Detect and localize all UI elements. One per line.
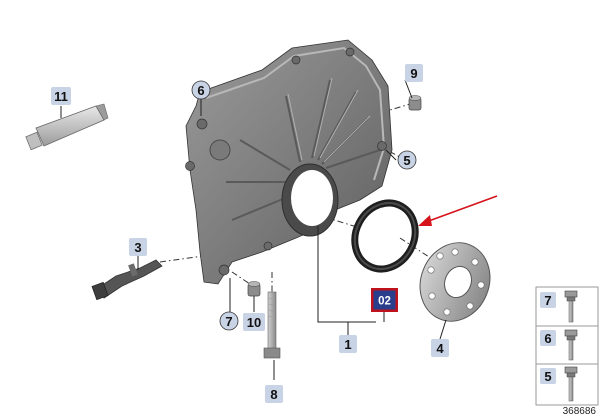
legend-row-6[interactable]: 6 [540, 329, 578, 361]
callout-label: 7 [225, 314, 232, 329]
callout-label: 6 [197, 83, 204, 98]
seal-ring-icon [351, 199, 419, 273]
bolt-icon [564, 366, 578, 402]
callout-11[interactable]: 11 [51, 87, 71, 105]
leader-lines [60, 79, 447, 380]
long-bolt-icon [263, 291, 281, 359]
callout-9[interactable]: 9 [405, 64, 423, 82]
callout-label: 11 [54, 89, 68, 104]
callout-label: 1 [344, 337, 351, 352]
callout-label: 10 [247, 315, 261, 330]
callout-label: 8 [270, 387, 277, 402]
legend-row-7[interactable]: 7 [540, 290, 578, 323]
callout-label: 02 [378, 296, 391, 308]
callout-10[interactable]: 10 [243, 313, 265, 331]
bolt-icon [564, 329, 578, 361]
arrow-icon [418, 195, 498, 226]
legend-row-5[interactable]: 5 [540, 366, 578, 402]
callout-label: 4 [436, 341, 444, 356]
legend-label: 7 [544, 293, 551, 308]
sleeve-icon [408, 95, 422, 111]
callout-label: 3 [134, 240, 141, 255]
fastener-legend: 7 6 5 [535, 286, 599, 406]
diagram-number: 368686 [563, 406, 597, 417]
callout-02-highlighted[interactable]: 02 [371, 288, 398, 312]
callout-8[interactable]: 8 [265, 385, 283, 403]
callout-label: 5 [403, 153, 410, 168]
sealant-tube-icon [25, 103, 109, 151]
sleeve-icon [247, 281, 261, 297]
sensor-wheel-icon [419, 242, 491, 322]
callout-4[interactable]: 4 [431, 339, 449, 357]
legend-label: 6 [544, 331, 551, 346]
bolt-icon [564, 290, 578, 323]
callout-5[interactable]: 5 [397, 150, 417, 170]
legend-label: 5 [544, 369, 551, 384]
callout-1[interactable]: 1 [339, 335, 357, 353]
callout-3[interactable]: 3 [129, 238, 147, 256]
sensor-icon [91, 259, 163, 301]
callout-6[interactable]: 6 [191, 80, 211, 100]
callout-label: 9 [410, 66, 417, 81]
callout-7[interactable]: 7 [219, 311, 239, 331]
end-cover-icon [185, 39, 393, 285]
